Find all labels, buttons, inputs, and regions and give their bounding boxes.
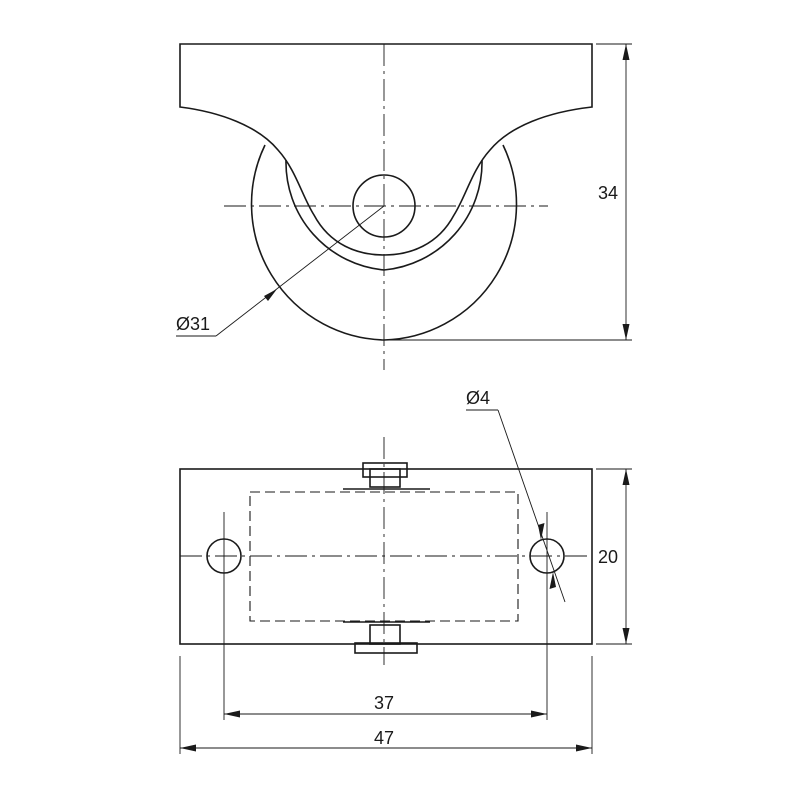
dim-20-label: 20 [598, 547, 618, 567]
dim-diameter-4-arrow-lower [549, 572, 556, 589]
dim-20-arrow-top [622, 469, 630, 485]
dim-20-arrow-bottom [622, 628, 630, 644]
dim-47-arrow-right [576, 744, 592, 752]
dim-47-label: 47 [374, 728, 394, 748]
front-view: 34 Ø31 [176, 43, 632, 370]
dim-diameter-31-label: Ø31 [176, 314, 210, 334]
axle-cap-top [362, 462, 408, 478]
dim-37-label: 37 [374, 693, 394, 713]
dim-diameter-4-arrow-upper [538, 523, 545, 540]
dim-34-label: 34 [598, 183, 618, 203]
top-view: 20 37 47 Ø4 [179, 388, 632, 754]
fork-bracket-outline [179, 43, 593, 256]
axle-stub-top [369, 468, 401, 488]
dim-34-arrow-top [622, 44, 630, 60]
axle-cap-bottom [354, 642, 418, 654]
axle-stub-bottom [369, 624, 401, 645]
dim-diameter-31-arrow [264, 289, 277, 301]
dim-37-arrow-left [224, 710, 240, 718]
dim-34-arrow-bottom [622, 324, 630, 340]
dim-diameter-4-label: Ø4 [466, 388, 490, 408]
dim-47-arrow-left [180, 744, 196, 752]
dim-diameter-4-leader [497, 409, 566, 603]
dim-37-arrow-right [531, 710, 547, 718]
dim-diameter-31-leader [215, 205, 385, 337]
